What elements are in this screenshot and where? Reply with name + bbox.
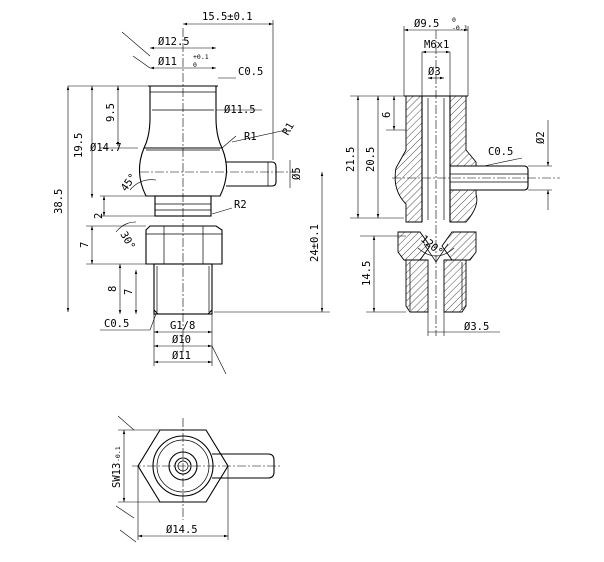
dim-dia-14-5: Ø14.5 <box>166 524 198 536</box>
dim-6: 6 <box>381 112 393 118</box>
dim-chamfer-top: C0.5 <box>238 66 263 78</box>
dim-angle-30: 30° <box>117 230 137 252</box>
dim-24: 24±0.1 <box>309 224 321 262</box>
dim-dia-9-5-low: -0.1 <box>452 24 468 32</box>
dim-21-5: 21.5 <box>345 147 357 172</box>
dim-r2: R2 <box>234 199 247 211</box>
dim-2: 2 <box>93 213 105 219</box>
dim-dia-12-5: Ø12.5 <box>158 36 190 48</box>
dim-dia-10: Ø10 <box>172 334 191 346</box>
dim-dia-14-7: Ø14.7 <box>90 142 122 154</box>
dim-19-5: 19.5 <box>73 133 85 158</box>
dim-r1-b: R1 <box>280 121 297 138</box>
dim-sw13-tol: -0.1 <box>114 446 122 462</box>
dim-dia-11-5: Ø11.5 <box>224 104 256 116</box>
dim-chamfer-bot: C0.5 <box>104 318 129 330</box>
dim-14-5-section: 14.5 <box>361 261 373 286</box>
dim-7-b: 7 <box>123 289 135 295</box>
dim-dia-9-5: Ø9.5 <box>414 18 439 30</box>
top-view: SW13 -0.1 Ø14.5 <box>111 415 282 543</box>
front-view: 15.5±0.1 Ø12.5 Ø11 +0.1 0 C0.5 Ø11.5 19.… <box>53 11 330 375</box>
dim-chamfer-section: C0.5 <box>488 146 513 158</box>
dim-38-5: 38.5 <box>53 189 65 214</box>
dim-9-5: 9.5 <box>105 103 117 122</box>
dim-angle-45: 45° <box>119 171 140 193</box>
dim-dia-11-tol: Ø11 <box>158 56 177 68</box>
dim-sw13: SW13 <box>111 463 123 488</box>
dim-dia-2: Ø2 <box>535 131 547 144</box>
dim-8: 8 <box>107 286 119 292</box>
dim-dia-9-5-up: 0 <box>452 16 456 24</box>
dim-dia-11-tol-up: +0.1 <box>193 53 209 61</box>
dim-m6x1: M6x1 <box>424 39 449 51</box>
dim-dia-3-5: Ø3.5 <box>464 321 489 333</box>
dim-20-5: 20.5 <box>365 147 377 172</box>
dim-dia-11-tol-low: 0 <box>193 61 197 69</box>
dim-r1-a: R1 <box>244 131 257 143</box>
dim-g1-8: G1/8 <box>170 320 195 332</box>
dim-7-a: 7 <box>79 242 91 248</box>
dim-dia-11: Ø11 <box>172 350 191 362</box>
section-view: Ø9.5 0 -0.1 M6x1 Ø3 6 21.5 20.5 C0.5 Ø2 … <box>345 16 560 336</box>
dim-15-5: 15.5±0.1 <box>202 11 253 23</box>
dim-dia-5: Ø5 <box>291 167 303 180</box>
dim-dia-3: Ø3 <box>428 66 441 78</box>
